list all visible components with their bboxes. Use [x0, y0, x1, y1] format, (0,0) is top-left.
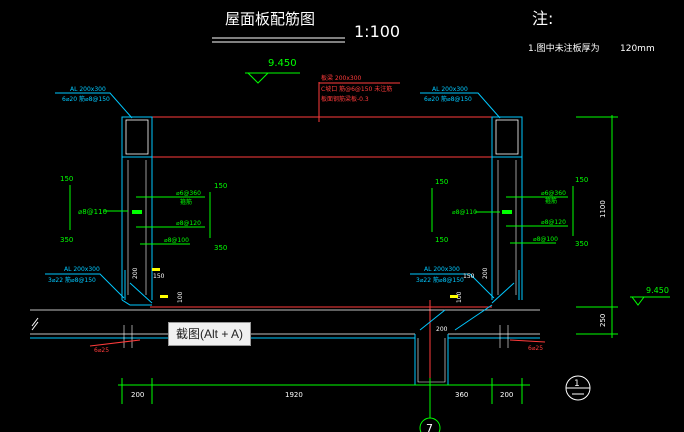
rebar-l2: ⌀6@360	[176, 190, 201, 197]
screenshot-tooltip: 截图(Alt + A)	[168, 322, 252, 346]
dim-350-l2: 350	[214, 244, 227, 252]
dim-150-l3: 150	[153, 273, 165, 280]
beam-center-label-1: 板梁 200x300	[321, 74, 362, 82]
dim-bottom-200a: 200	[131, 391, 144, 399]
rebar-bottom-r: 6⌀25	[528, 345, 543, 352]
al-mid-left-label-2: 3⌀22 筋⌀8@150	[48, 276, 96, 284]
dim-right-250: 250	[599, 314, 607, 327]
rebar-l1: ⌀8@110	[78, 208, 107, 216]
dim-350-l1: 350	[60, 236, 73, 244]
al-top-left-label-2: 6⌀20 筋⌀8@150	[62, 95, 110, 103]
rebar-r5: ⌀8@100	[533, 236, 558, 243]
al-mid-left-label-1: AL 200x300	[64, 266, 100, 273]
rebar-r1: ⌀8@110	[452, 209, 477, 216]
dim-150-r2: 150	[435, 236, 448, 244]
dim-bottom-200b: 200	[500, 391, 513, 399]
notes-line1: 1.图中未注板厚为	[528, 42, 600, 54]
dim-150-r3: 150	[575, 176, 588, 184]
rebar-bottom-l: 6⌀25	[94, 347, 109, 354]
dim-150-r4: 150	[463, 273, 475, 280]
dim-200-r: 200	[482, 267, 489, 279]
dim-150-r1: 150	[435, 178, 448, 186]
rebar-l4: ⌀8@120	[176, 220, 201, 227]
dim-200-l: 200	[132, 267, 139, 279]
axis-label-7: 7	[426, 422, 433, 432]
al-mid-right-label-1: AL 200x300	[424, 266, 460, 273]
al-top-left-label-1: AL 200x300	[70, 86, 106, 93]
elevation-top: 9.450	[268, 58, 297, 69]
notes-heading: 注:	[532, 9, 553, 28]
dim-right-1100: 1100	[599, 200, 607, 218]
beam-center-label-3: 板面钢筋梁板-0.3	[321, 95, 369, 103]
rebar-r4: ⌀8@120	[541, 219, 566, 226]
dim-200-c: 200	[436, 326, 448, 333]
dim-bottom-1920: 1920	[285, 391, 303, 399]
dim-100-r: 100	[456, 291, 463, 303]
rebar-r2: ⌀6@360	[541, 190, 566, 197]
rebar-r3: 箍筋	[545, 197, 557, 205]
drawing-title: 屋面板配筋图	[225, 10, 315, 28]
dim-150-l1: 150	[60, 175, 73, 183]
al-top-right-label-2: 6⌀20 筋⌀8@150	[424, 95, 472, 103]
dim-350-r3: 350	[575, 240, 588, 248]
al-mid-right-label-2: 3⌀22 筋⌀8@150	[416, 276, 464, 284]
al-top-right-label-1: AL 200x300	[432, 86, 468, 93]
rebar-l3: 箍筋	[180, 198, 192, 206]
notes-line1-value: 120mm	[620, 44, 655, 54]
dim-150-l2: 150	[214, 182, 227, 190]
dim-bottom-360: 360	[455, 391, 468, 399]
rebar-l5: ⌀8@100	[164, 237, 189, 244]
dim-100-l: 100	[177, 291, 184, 303]
beam-center-label-2: C坡口 筋@6@150 未注筋	[321, 85, 392, 93]
drawing-scale: 1:100	[354, 22, 400, 41]
axis-detail-label: 1	[574, 379, 580, 389]
elevation-right: 9.450	[646, 286, 669, 295]
